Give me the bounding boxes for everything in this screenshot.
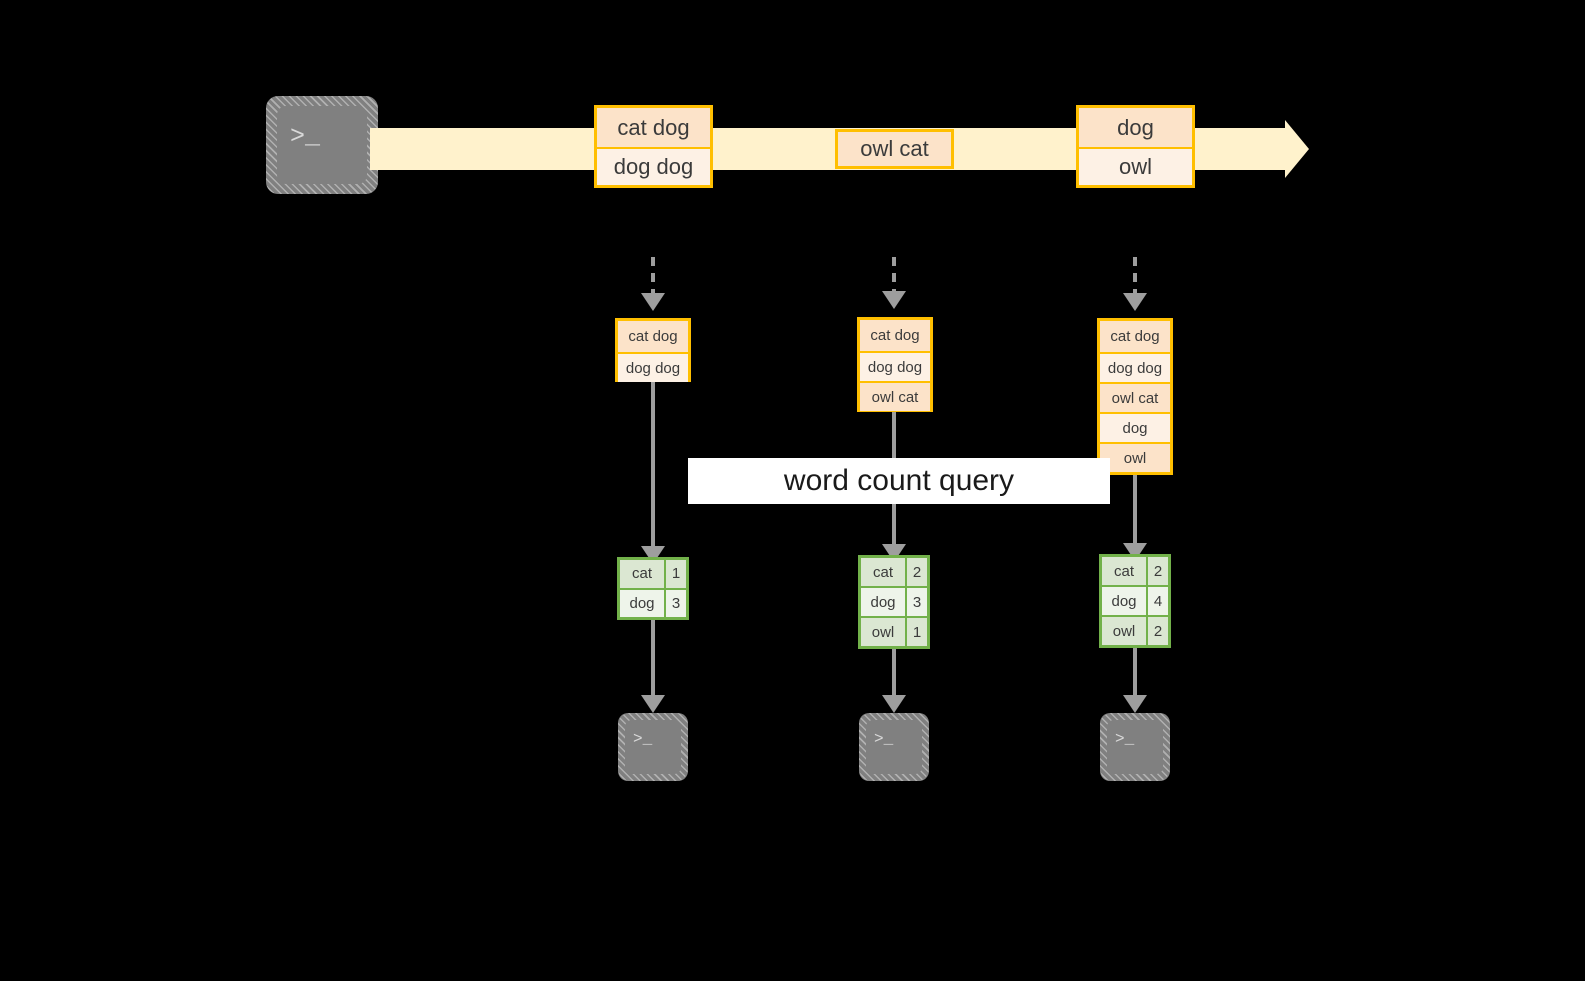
snapshot-3-input-box: cat dog dog dog owl cat dog owl: [1097, 318, 1173, 475]
table-row: cat 2: [1102, 557, 1168, 585]
query-label-band: word count query: [688, 458, 1110, 504]
snapshot-1-trigger-line: [651, 257, 655, 295]
snapshot-1-result-table: cat 1 dog 3: [617, 557, 689, 620]
result-count: 4: [1146, 587, 1168, 615]
result-count: 2: [905, 558, 927, 586]
table-row: dog 4: [1102, 585, 1168, 615]
snapshot-3-trigger-line: [1133, 257, 1137, 295]
result-word: dog: [1102, 587, 1146, 615]
snapshot-1-query-line: [651, 382, 655, 548]
stream-batch-1: cat dog dog dog: [594, 105, 713, 188]
table-row: cat 2: [861, 558, 927, 586]
stream-batch-1-line: dog dog: [597, 147, 710, 185]
snapshot-2-trigger-arrowhead: [882, 291, 906, 309]
result-word: owl: [1102, 617, 1146, 645]
stream-batch-3-line: owl: [1079, 147, 1192, 185]
terminal-prompt-glyph: >_: [290, 122, 321, 151]
table-row: dog 3: [620, 587, 686, 617]
result-word: dog: [620, 589, 664, 617]
table-row: dog 3: [861, 586, 927, 616]
terminal-prompt-glyph: >_: [633, 730, 653, 748]
snapshot-2-trigger-line: [892, 257, 896, 293]
snapshot-2-input-line: cat dog: [860, 320, 930, 351]
snapshot-3-output-arrowhead: [1123, 695, 1147, 713]
result-count: 1: [664, 560, 686, 588]
snapshot-2-output-arrowhead: [882, 695, 906, 713]
result-word: cat: [1102, 557, 1146, 585]
snapshot-3-result-table: cat 2 dog 4 owl 2: [1099, 554, 1171, 648]
snapshot-3-output-line: [1133, 648, 1137, 697]
snapshot-3-consumer-terminal-icon: >_: [1100, 713, 1170, 781]
snapshot-1-consumer-terminal-icon: >_: [618, 713, 688, 781]
terminal-prompt-glyph: >_: [1115, 730, 1135, 748]
result-word: owl: [861, 618, 905, 646]
result-word: cat: [620, 560, 664, 588]
snapshot-2-output-line: [892, 649, 896, 697]
stream-batch-2: owl cat: [835, 129, 954, 169]
snapshot-3-input-line: cat dog: [1100, 321, 1170, 352]
snapshot-2-input-line: dog dog: [860, 351, 930, 381]
stream-arrowhead: [1285, 120, 1309, 178]
stream-batch-1-line: cat dog: [597, 108, 710, 147]
table-row: cat 1: [620, 560, 686, 588]
table-row: owl 2: [1102, 615, 1168, 645]
snapshot-1-trigger-arrowhead: [641, 293, 665, 311]
result-word: cat: [861, 558, 905, 586]
snapshot-3-input-line: owl cat: [1100, 382, 1170, 412]
query-label-text: word count query: [783, 464, 1015, 497]
result-count: 3: [664, 589, 686, 617]
snapshot-3-trigger-arrowhead: [1123, 293, 1147, 311]
snapshot-3-input-line: dog: [1100, 412, 1170, 442]
snapshot-3-input-line: owl: [1100, 442, 1170, 472]
result-count: 2: [1146, 617, 1168, 645]
terminal-prompt-glyph: >_: [874, 730, 894, 748]
stream-batch-2-line: owl cat: [838, 132, 951, 166]
producer-terminal-icon: >_: [266, 96, 378, 194]
snapshot-1-output-line: [651, 620, 655, 697]
result-word: dog: [861, 588, 905, 616]
snapshot-2-result-table: cat 2 dog 3 owl 1: [858, 555, 930, 649]
snapshot-3-query-line: [1133, 475, 1137, 545]
snapshot-1-input-line: cat dog: [618, 321, 688, 352]
snapshot-1-input-box: cat dog dog dog: [615, 318, 691, 382]
snapshot-3-input-line: dog dog: [1100, 352, 1170, 382]
table-row: owl 1: [861, 616, 927, 646]
result-count: 1: [905, 618, 927, 646]
result-count: 2: [1146, 557, 1168, 585]
result-count: 3: [905, 588, 927, 616]
stream-batch-3-line: dog: [1079, 108, 1192, 147]
stream-batch-3: dog owl: [1076, 105, 1195, 188]
snapshot-1-input-line: dog dog: [618, 352, 688, 382]
snapshot-2-input-box: cat dog dog dog owl cat: [857, 317, 933, 412]
snapshot-2-consumer-terminal-icon: >_: [859, 713, 929, 781]
snapshot-2-input-line: owl cat: [860, 381, 930, 411]
snapshot-1-output-arrowhead: [641, 695, 665, 713]
